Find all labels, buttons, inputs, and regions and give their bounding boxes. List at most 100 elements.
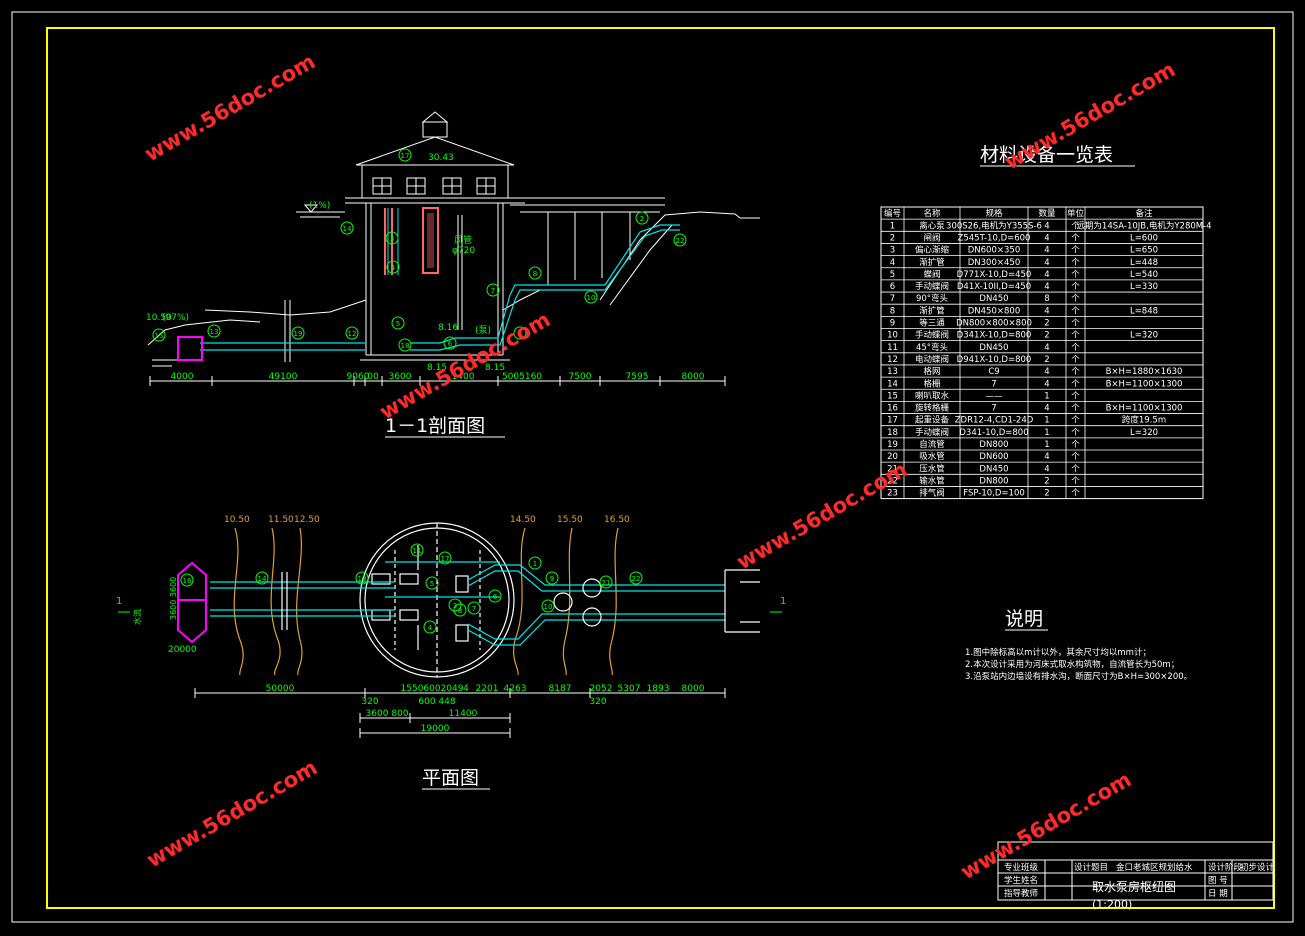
table-cell: 喇叭取水 <box>915 390 950 401</box>
table-cell: 22 <box>887 476 898 486</box>
table-cell: 2 <box>1044 331 1049 341</box>
callout-number: 8 <box>458 607 462 615</box>
callout-circle <box>513 326 527 340</box>
table-cell: 格栅 <box>923 378 941 389</box>
table-cell: 4 <box>1044 464 1049 474</box>
table-cell: D41X-10II,D=450 <box>957 282 1031 292</box>
watermarks: www.56doc.com www.56doc.com www.56doc.co… <box>141 49 1180 884</box>
table-cell: 电动蝶阀 <box>915 354 949 365</box>
callout-circle <box>673 233 687 247</box>
section-mark-left: 1 <box>116 596 122 607</box>
plan-section-marks: 1 1 水流 3600 3600 20000 <box>116 577 786 655</box>
pump-tag-label: (泵) <box>475 325 491 336</box>
table-cell: 个 <box>1071 367 1080 377</box>
table-cell: 离心泵 <box>919 220 945 231</box>
sec-dim-5: 1400 <box>452 372 475 382</box>
callout-number: 19 <box>294 330 303 338</box>
table-cell: 1 <box>1044 391 1049 401</box>
table-cell: —— <box>986 391 1004 401</box>
plan-dim-b0: 320 <box>361 697 378 707</box>
watermark-4: www.56doc.com <box>733 457 912 574</box>
table-cell: 跨度19.5m <box>1122 415 1166 426</box>
callout-number: 9 <box>550 575 554 583</box>
table-cell: DN450 <box>979 294 1008 304</box>
table-cell: 格网 <box>923 366 940 377</box>
plan-intake-head <box>177 561 207 644</box>
callout-number: 14 <box>258 575 267 583</box>
callout-number: 12 <box>348 330 357 338</box>
table-cell: 4 <box>1044 343 1049 353</box>
table-cell: 21 <box>887 464 898 474</box>
plan-dim-b2: 320 <box>589 697 606 707</box>
table-cell: L=320 <box>1130 331 1158 341</box>
note-3: 3.沿泵站内边墙设有排水沟，断面尺寸为B×H=300×200。 <box>965 671 1192 682</box>
table-cell: 个 <box>1071 343 1080 353</box>
contour-label-3: 14.50 <box>510 515 536 525</box>
callout-circle <box>629 571 643 585</box>
table-cell: 4 <box>1044 246 1049 256</box>
drawing-frame <box>46 27 1275 909</box>
callout-number: 8 <box>533 270 537 278</box>
callout-circle <box>443 336 457 350</box>
callout-circle <box>410 543 424 557</box>
table-cell: 1 <box>1044 416 1049 426</box>
tb-student-label: 学生姓名 <box>1004 875 1038 886</box>
table-cell: DN450×800 <box>968 306 1020 316</box>
callout-circle <box>340 221 354 235</box>
callout-number: 13 <box>358 575 367 583</box>
tb-major-label: 专业班级 <box>1004 862 1039 873</box>
intake-head-section <box>177 336 203 361</box>
callout-number: 4 <box>391 264 396 272</box>
plan-contours <box>233 527 619 676</box>
elev-bottom-1-label: 8.16 <box>438 323 458 333</box>
watermark-6: www.56doc.com <box>957 767 1136 884</box>
table-cell: 23 <box>887 489 898 499</box>
table-cell: 16 <box>887 404 898 414</box>
sec-dim-7: 7500 <box>569 372 592 382</box>
table-cell: 4 <box>1044 258 1049 268</box>
callout-number: 7 <box>491 287 495 295</box>
callout-circle <box>386 260 400 274</box>
table-cell: 偏心渐缩 <box>915 245 950 256</box>
tb-scale: (1:200) <box>1092 898 1132 911</box>
table-cell: B×H=1880×1630 <box>1106 367 1183 377</box>
callout-circle <box>541 599 555 613</box>
flow-label: 水流 <box>132 609 142 625</box>
table-cell: 渐扩管 <box>919 305 945 316</box>
tb-date-label: 日 期 <box>1208 889 1228 899</box>
table-cell: 1 <box>1044 440 1049 450</box>
plan-dim-c2: 11400 <box>449 709 478 719</box>
table-cell: DN800 <box>979 440 1008 450</box>
table-cell: FSP-10,D=100 <box>963 489 1025 499</box>
tb-teacher-label: 指导教师 <box>1004 888 1039 899</box>
plan-dim-11: 8000 <box>682 684 705 694</box>
table-cell: DN600×350 <box>968 246 1020 256</box>
contour-label-1: 11.50 <box>268 515 294 525</box>
table-cell: 10 <box>887 331 898 341</box>
plan-pipes <box>210 561 725 646</box>
sec-dim-4: 3600 <box>389 372 412 382</box>
table-cell: C9 <box>988 367 999 377</box>
table-cell: 45°弯头 <box>916 342 949 353</box>
callout-number: 5 <box>430 580 434 588</box>
table-cell: 4 <box>1044 233 1049 243</box>
table-cell: L=650 <box>1130 246 1158 256</box>
callout-number: 3 <box>453 602 457 610</box>
table-cell: 15 <box>887 391 898 401</box>
slope-river-label: (97%) <box>162 313 189 323</box>
watermark-5: www.56doc.com <box>143 755 322 872</box>
callout-circle <box>355 571 369 585</box>
callout-circle <box>398 338 412 352</box>
elev-bottom-3-label: 8.15 <box>485 363 505 373</box>
plan-dim-2: 600 <box>423 684 440 694</box>
callout-number: 13 <box>210 328 219 336</box>
table-cell: 个 <box>1071 331 1080 341</box>
callout-circle <box>599 575 613 589</box>
plan-dim-total: 19000 <box>421 724 450 734</box>
table-cell: 7 <box>991 404 996 414</box>
callout-number: 3 <box>390 235 394 243</box>
callout-number: 15 <box>155 332 164 340</box>
plan-dim-3: 2049 <box>441 684 464 694</box>
table-cell: 7 <box>991 379 996 389</box>
